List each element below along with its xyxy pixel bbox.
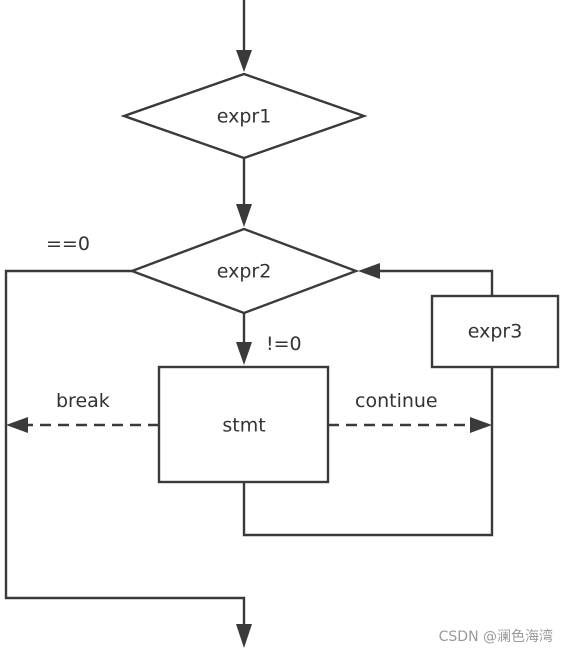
stmt-label: stmt xyxy=(222,415,265,437)
break-arrow-head xyxy=(6,417,28,433)
continue-label: continue xyxy=(355,390,438,412)
continue-arrow-head xyxy=(470,417,492,433)
expr3-to-expr2-line xyxy=(378,269,494,296)
expr2-label: expr2 xyxy=(217,261,272,283)
false-branch-line xyxy=(4,269,246,626)
break-label: break xyxy=(56,390,110,412)
expr3-label: expr3 xyxy=(468,321,523,343)
exit-arrow-head xyxy=(236,624,252,648)
true-branch-label: !=0 xyxy=(266,333,302,355)
entry-arrow-head xyxy=(236,50,252,72)
false-branch-label: ==0 xyxy=(46,233,90,255)
expr1-to-expr2-head xyxy=(236,204,252,227)
expr1-label: expr1 xyxy=(217,106,272,128)
expr3-box xyxy=(430,294,560,369)
stmt-to-expr3-line xyxy=(242,367,494,537)
expr3-to-expr2-head xyxy=(358,263,380,279)
expr2-to-stmt-head xyxy=(236,342,252,365)
watermark-text: CSDN @澜色海湾 xyxy=(439,628,553,645)
